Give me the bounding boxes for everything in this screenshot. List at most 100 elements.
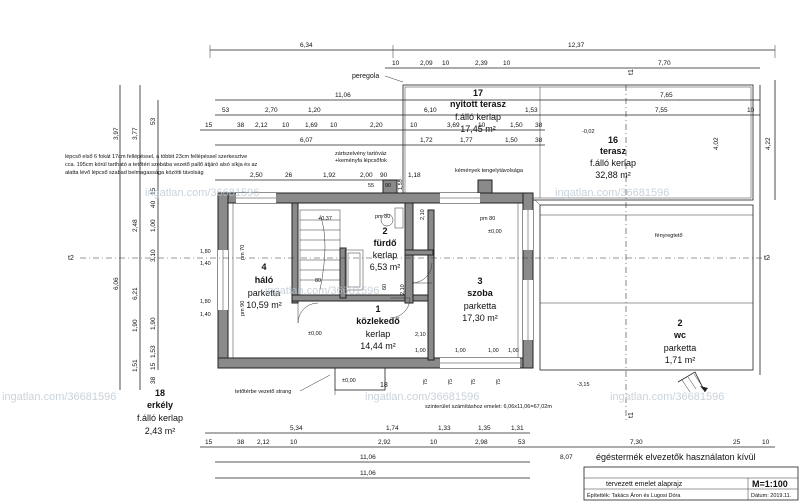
room-area: 14,44 m² [360,341,396,351]
room-area: 17,45 m² [460,124,496,134]
room-number: 16 [608,135,618,145]
dim-text: 1,90 [150,317,157,330]
dim-text: 6,06 [113,277,120,290]
dim-text: 40 [150,200,157,208]
bottom-dimensions: 5,34 1,74 1,33 1,35 1,31 15 38 2,12 10 2… [200,425,775,479]
dim-text: 2,10 [420,209,426,220]
dim-text: 1,55 [398,179,404,190]
room-label-4: 4 háló parketta 10,59 m² [246,262,282,310]
dim-text: 7,70 [658,60,671,67]
dim-text: 1,50 [510,122,523,129]
dim-text: 1,90 [132,319,139,332]
top-dim-1: 6,34 [300,42,313,49]
dim-text: 2,12 [257,439,270,446]
room-finish: parketta [248,288,281,298]
dim-text: 38 [150,376,157,384]
scale: M=1:100 [752,479,788,489]
balcony-number: 18 [380,382,388,389]
dim-text: 75 [496,379,502,385]
room-name: terasz [600,146,627,156]
room-label-3: 3 szoba parketta 17,30 m² [462,276,498,323]
room-name: nyitott terasz [450,99,507,109]
dim-text: 3,10 [150,249,157,262]
dim-text: 25 [733,439,741,446]
watermark: ingatlan.com/36681596 [2,391,116,403]
room-area: 10,59 m² [246,300,282,310]
dim-text: 1,00 [508,348,519,354]
right-dimensions: 4,02 4,22 [713,80,776,375]
dim-text: 1,40 [200,261,211,267]
room-area: 32,88 m² [595,170,631,180]
dim-text: 10 [410,122,418,129]
dim-text: 2,10 [415,332,426,338]
dim-text: 6,10 [424,107,437,114]
dim-text: 26 [285,172,293,179]
level-mark: ±0,00 [308,331,322,337]
dim-text: 2,09 [420,60,433,67]
dim-text: 53 [150,117,157,125]
left-dimensions: 3,97 3,77 53 15 40 1,00 2,48 3,10 6,06 6… [113,85,159,390]
dim-text: 75 [448,379,454,385]
room-label-2-bath: 2 fürdő kerlap 6,53 m² [370,226,401,272]
dim-text: 2,39 [475,60,488,67]
dim-text: 11,06 [335,92,351,99]
pergola-label: peregola [352,73,379,80]
dim-text: 1,53 [525,107,538,114]
room-name: háló [255,275,274,285]
dim-text: 10 [762,439,770,446]
axis-lines: t2 t2 t1 t1 [68,69,770,420]
room-label-wc: 2 wc parketta 1,71 m² [664,318,697,365]
dim-text: 1,53 [150,345,157,358]
plan-title: tervezett emelet alaprajz [606,481,683,488]
dim-text: 2,12 [255,122,268,129]
title-block: égéstermék elvezetők használaton kívül t… [583,452,799,501]
dim-text: 2,50 [250,172,263,179]
room-finish: f.álló kerlap [455,112,501,122]
room-area: 6,53 m² [370,262,401,272]
dim-text: 53 [518,439,526,446]
room-label-16: 16 terasz f.álló kerlap 32,88 m² [590,135,636,180]
doors [297,262,433,324]
watermark: ingatlan.com/36681596 [610,391,724,403]
svg-text:4,02: 4,02 [713,137,720,150]
dim-text: 1,80 [200,299,211,305]
dim-text: 75 [423,379,429,385]
dim-text: 10 [282,122,290,129]
room-number: 3 [477,276,482,286]
dim-text: 60 [382,284,388,290]
room-label-17: 17 nyitott terasz f.álló kerlap 17,45 m² [450,88,507,134]
riser-note: tetőtérbe vezető strang [235,389,291,395]
dim-text: 2,00 [360,172,373,179]
top-dimensions: 6,34 12,37 10 2,09 10 2,39 10 7,70 11,06… [200,42,776,181]
dim-text: 1,77 [460,137,473,144]
level-mark: ±0,00 [488,229,502,235]
dim-text: 2,98 [475,439,488,446]
room-label-1: 1 közlekedő kerlap 14,44 m² [356,304,400,351]
sill-mark: pm 80 [375,214,390,220]
sill-mark: pm 80 [480,216,495,222]
dim-text: 1,40 [200,312,211,318]
dim-text: 1,74 [386,425,399,432]
dim-text: 90 [385,183,391,189]
axis-t2-left: t2 [68,255,74,262]
dim-text: 2,48 [132,219,139,232]
dim-text: 38 [535,137,543,144]
header-note: égéstermék elvezetők használaton kívül [596,452,756,462]
dim-text: 3,97 [113,127,120,140]
room-number: 2 [382,226,387,236]
step-note: +keményfa lépcsőfok [335,158,387,164]
open-terrace-pergola [402,84,754,206]
dim-text: 38 [535,122,543,129]
frame-note: zártszelvény tartóváz [335,151,387,157]
watermark: ingatlan.com/36681596 [555,187,669,199]
watermark: ingatlan.com/36681596 [365,391,479,403]
room-name: wc [673,330,686,340]
dim-text: 3,69 [447,122,460,129]
dim-text: 1,50 [505,137,518,144]
staircase [299,209,341,296]
room-finish: parketta [464,301,497,311]
room-name: közlekedő [356,316,400,326]
wall-hatching [232,203,519,358]
